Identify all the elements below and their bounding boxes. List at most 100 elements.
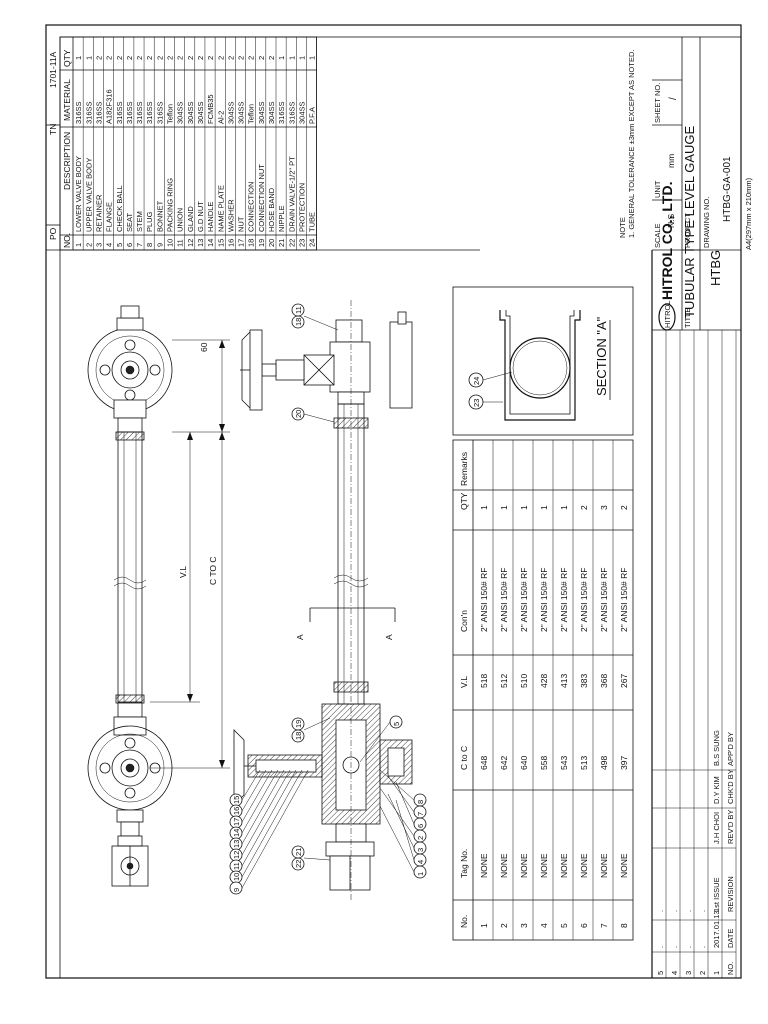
part-balloon: 1 [413, 865, 427, 879]
sizes-cell: 2" ANSI 150# RF [599, 568, 609, 632]
svg-text:16: 16 [232, 807, 241, 815]
tn-label: TN [48, 124, 58, 135]
sizes-cell: 3 [599, 505, 609, 510]
rev-row-revision: . [670, 910, 679, 912]
sizes-cell: 2 [619, 505, 629, 510]
parts-row-qty: 2 [206, 56, 215, 60]
part-balloon: 11 [229, 859, 243, 873]
parts-row-no: 3 [94, 243, 103, 247]
sizes-cell: 413 [559, 674, 569, 688]
parts-row-material: 304SS [297, 101, 306, 124]
parts-row-material: 316SS [74, 101, 83, 124]
parts-row-no: 9 [155, 243, 164, 247]
svg-text:21: 21 [294, 848, 303, 856]
parts-row-material: 316SS [84, 101, 93, 124]
svg-text:5: 5 [392, 722, 401, 726]
sizes-cell: NONE [499, 853, 509, 878]
sizes-cell: 1 [499, 505, 509, 510]
svg-text:20: 20 [294, 410, 303, 418]
parts-row-qty: 1 [308, 56, 317, 60]
parts-row-qty: 2 [115, 56, 124, 60]
sizes-table: No.Tag No.C to CV.LCon'nQTYRemarks1NONE6… [452, 439, 634, 941]
part-balloon: 5 [389, 715, 403, 729]
sizes-cell: 1 [539, 505, 549, 510]
parts-row-description: PLUG [145, 211, 154, 232]
section-mark-left: A [295, 634, 305, 640]
parts-row-description: PACKING RING [166, 178, 175, 232]
parts-row-qty: 2 [257, 56, 266, 60]
rev-row-revd: J.H CHOI [712, 812, 721, 844]
rev-row-date: . [656, 946, 665, 948]
parts-row-no: 17 [237, 239, 246, 247]
parts-row-no: 5 [115, 243, 124, 247]
sizes-header-2: C to C [459, 746, 469, 770]
svg-text:23: 23 [472, 399, 481, 407]
parts-row-qty: 2 [135, 56, 144, 60]
gauge-side-view: 60 V.L C TO C [87, 305, 230, 887]
parts-row-no: 12 [186, 239, 195, 247]
drawing-model: HTBG [708, 250, 723, 286]
parts-row-material: 304SS [267, 101, 276, 124]
parts-row-qty: 2 [267, 56, 276, 60]
parts-row-description: SEAT [125, 213, 134, 232]
parts-row-material: 304SS [176, 101, 185, 124]
parts-row-qty: 2 [237, 56, 246, 60]
sizes-header-6: Remarks [459, 452, 469, 486]
parts-row-no: 15 [216, 239, 225, 247]
parts-row-description: G.D NUT [196, 201, 205, 232]
dim-vl: V.L [178, 566, 188, 578]
gauge-tube [117, 431, 143, 703]
part-balloon: 6 [413, 817, 427, 831]
note-label: NOTE [618, 217, 627, 238]
parts-row-material: 304SS [257, 101, 266, 124]
rev-header-appd: APP'D BY [726, 732, 735, 766]
sizes-cell: 648 [479, 756, 489, 770]
part-balloon: 4 [413, 853, 427, 867]
parts-row-no: 14 [206, 239, 215, 247]
part-balloon: 14 [229, 826, 243, 840]
sizes-cell: 7 [599, 923, 609, 928]
sizes-cell: 5 [559, 923, 569, 928]
header-strip: PO TN 1701-11A [46, 51, 60, 240]
part-balloon: 3 [413, 841, 427, 855]
part-balloon: 8 [413, 793, 427, 807]
parts-row-qty: 2 [155, 56, 164, 60]
part-balloon: 9 [229, 881, 243, 895]
svg-text:8: 8 [416, 800, 425, 804]
sizes-cell: 498 [599, 756, 609, 770]
note-text: 1. GENERAL TOLERANCE ±3mm EXCEPT AS NOTE… [627, 50, 636, 238]
sizes-cell: NONE [619, 853, 629, 878]
parts-row-no: 11 [176, 239, 185, 247]
rev-row-no: 3 [684, 971, 693, 975]
sizes-cell: 1 [479, 505, 489, 510]
sizes-cell: 2" ANSI 150# RF [559, 568, 569, 632]
svg-text:10: 10 [232, 873, 241, 881]
part-balloon: 22 [291, 857, 305, 871]
inner-frame [59, 36, 742, 979]
rev-header-revd: REV'D BY [726, 810, 735, 844]
svg-text:11: 11 [294, 306, 303, 314]
scale-label: SCALE [653, 223, 662, 248]
parts-row-material: 316SS [115, 101, 124, 124]
sizes-cell: 3 [519, 923, 529, 928]
part-balloon: 16 [229, 804, 243, 818]
parts-row-description: PROTECTION [297, 183, 306, 232]
unit-label: UNIT [653, 180, 662, 198]
parts-row-description: GLAND [186, 206, 195, 232]
svg-text:12: 12 [232, 851, 241, 859]
sizes-header-3: V.L [459, 676, 469, 688]
dim-c-to-c: C TO C [208, 557, 218, 586]
part-balloon: 20 [291, 407, 305, 421]
sizes-cell: 1 [479, 923, 489, 928]
job-number: 1701-11A [48, 51, 58, 88]
parts-row-no: 7 [135, 243, 144, 247]
part-balloon: 17 [229, 815, 243, 829]
sizes-header-4: Con'n [459, 610, 469, 632]
rev-row-chkd: D.Y KIM [712, 776, 721, 804]
parts-row-no: 1 [74, 243, 83, 247]
parts-row-no: 6 [125, 243, 134, 247]
parts-header-no: NO. [62, 233, 72, 248]
rev-header-no: NO. [726, 962, 735, 975]
rev-row-date: . [698, 946, 707, 948]
